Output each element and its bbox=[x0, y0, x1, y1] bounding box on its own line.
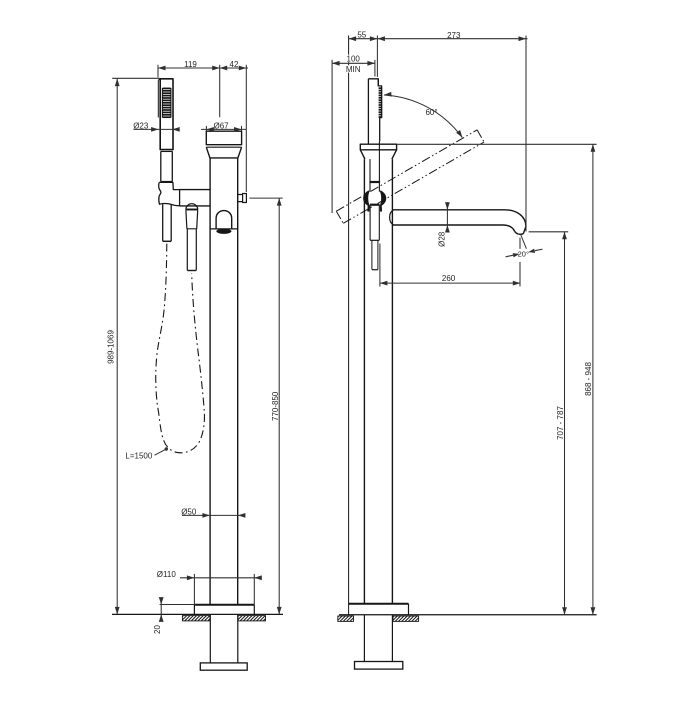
svg-text:42: 42 bbox=[230, 60, 239, 69]
svg-text:MIN: MIN bbox=[346, 65, 361, 74]
svg-text:260: 260 bbox=[442, 274, 456, 283]
svg-text:20: 20 bbox=[153, 625, 162, 634]
svg-text:770-850: 770-850 bbox=[271, 391, 280, 421]
svg-text:989-1069: 989-1069 bbox=[107, 330, 116, 364]
svg-text:100: 100 bbox=[347, 55, 361, 64]
svg-text:20°: 20° bbox=[518, 250, 529, 259]
svg-text:Ø50: Ø50 bbox=[181, 507, 197, 516]
svg-text:868 - 948: 868 - 948 bbox=[584, 362, 593, 396]
svg-text:273: 273 bbox=[447, 31, 461, 40]
svg-text:Ø28: Ø28 bbox=[437, 231, 446, 247]
svg-text:Ø110: Ø110 bbox=[157, 570, 177, 579]
svg-text:Ø67: Ø67 bbox=[214, 121, 230, 130]
svg-text:Ø23: Ø23 bbox=[133, 121, 149, 130]
svg-text:L=1500: L=1500 bbox=[125, 451, 152, 460]
svg-text:119: 119 bbox=[184, 60, 197, 69]
svg-text:55: 55 bbox=[357, 31, 366, 40]
svg-text:707 - 787: 707 - 787 bbox=[556, 406, 565, 440]
svg-text:60°: 60° bbox=[425, 108, 437, 117]
